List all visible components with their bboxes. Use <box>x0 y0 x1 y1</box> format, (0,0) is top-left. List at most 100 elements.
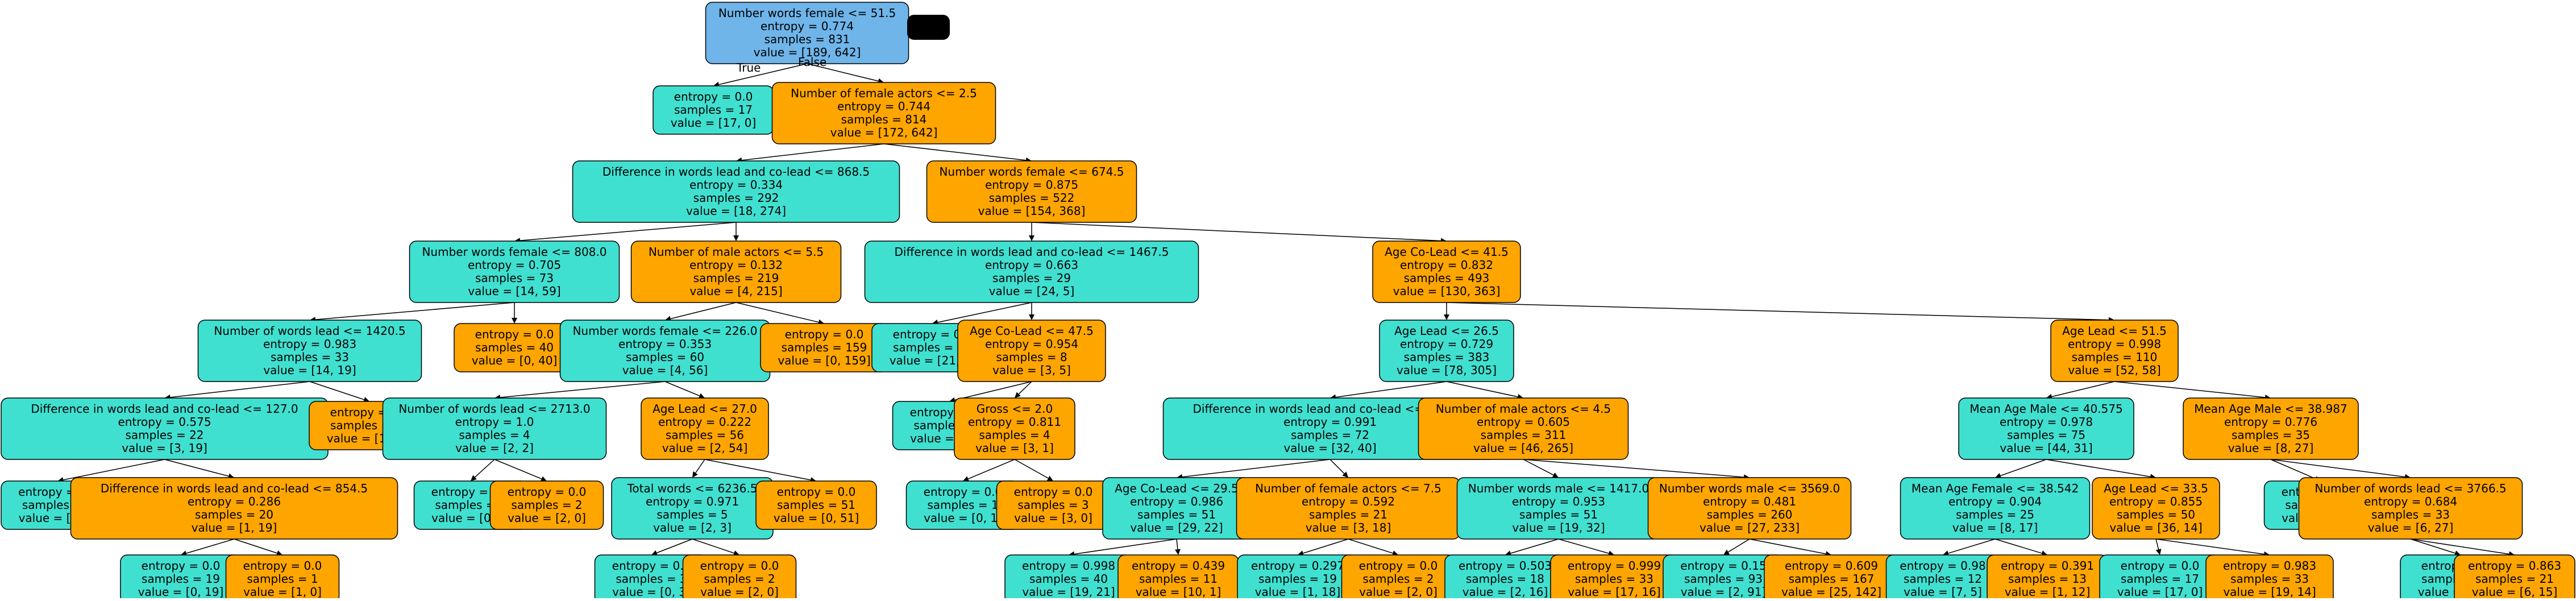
node-text-line: value = [172, 642] <box>830 126 938 139</box>
node-text-line: Number words female <= 808.0 <box>422 245 606 259</box>
node-box <box>197 320 422 382</box>
node-text-line: Number words male <= 1417.0 <box>1468 482 1649 495</box>
node-text-line: value = [3, 0] <box>1014 511 1092 525</box>
node-text-line: Age Co-Lead <= 41.5 <box>1385 245 1509 259</box>
node-text-line: Number of words lead <= 2713.0 <box>398 402 590 416</box>
node-text-line: value = [0, 40] <box>472 354 558 367</box>
node-text-line: value = [44, 31] <box>2000 441 2092 455</box>
tree-edge <box>1523 459 1744 478</box>
node-text-line: samples = 19 <box>1258 572 1337 586</box>
node-text-line: entropy = 0.729 <box>1400 337 1493 351</box>
node-text-line: Mean Age Female <= 38.542 <box>1912 482 2079 495</box>
node-text-line: samples = 13 <box>2008 572 2087 586</box>
node-text-line: samples = 29 <box>992 271 1071 285</box>
node-text-line: value = [18, 274] <box>686 204 786 218</box>
tree-node-n7: Difference in words lead and co-lead <= … <box>864 241 1199 303</box>
node-text-line: entropy = 0.744 <box>837 100 930 113</box>
node-text-line: entropy = 0.0 <box>142 559 221 573</box>
node-box <box>771 82 996 144</box>
tree-edge <box>1948 538 1996 554</box>
true-edge-label: True <box>736 61 761 74</box>
node-text-line: Difference in words lead and co-lead <= … <box>31 402 298 416</box>
edge-arrowhead <box>1444 314 1449 320</box>
node-text-line: value = [0, 159] <box>778 354 870 367</box>
node-text-line: entropy = 0.98 <box>1900 559 1985 573</box>
tree-edge <box>1018 381 1032 395</box>
node-text-line: value = [24, 5] <box>989 284 1075 298</box>
node-text-line: samples = 260 <box>1707 508 1793 521</box>
node-text-line: samples = 8 <box>996 350 1067 364</box>
node-text-line: value = [36, 14] <box>2109 521 2202 534</box>
node-text-line: samples = 40 <box>475 341 554 354</box>
node-text-line: entropy = 0.774 <box>761 19 854 33</box>
node-box <box>2092 477 2220 540</box>
node-text-line: value = [0, 1] <box>924 511 1002 525</box>
tree-edge <box>967 459 1015 479</box>
tree-edge <box>1446 381 1518 397</box>
edge-arrowhead <box>1342 471 1348 478</box>
node-text-line: value = [2, 0] <box>700 585 779 598</box>
node-text-line: entropy = 0.954 <box>985 337 1078 351</box>
tree-edge <box>695 459 705 474</box>
node-text-line: value = [2, 54] <box>662 441 748 455</box>
node-text-line: Age Lead <= 33.5 <box>2104 482 2208 495</box>
node-text-line: samples = 93 <box>1684 572 1763 586</box>
node-text-line: value = [8, 17] <box>1952 521 2038 534</box>
node-text-line: entropy = 0.0 <box>612 559 691 573</box>
edge-arrowhead <box>2155 549 2162 555</box>
node-text-line: samples = 383 <box>1404 350 1490 364</box>
tree-edge <box>1523 459 1554 476</box>
node-text-line: entropy = 0.503 <box>1459 559 1552 573</box>
node-text-line: entropy = 0.222 <box>658 415 751 429</box>
node-box <box>2050 320 2179 382</box>
node-text-line: Gross <= 2.0 <box>977 402 1053 416</box>
tree-edge <box>164 459 229 477</box>
node-text-line: value = [17, 0] <box>671 116 757 130</box>
edge-arrowhead <box>1029 235 1034 241</box>
node-text-line: value = [6, 15] <box>2472 585 2558 598</box>
node-text-line: entropy = 0.978 <box>2000 415 2093 429</box>
node-text-line: entropy = 0.605 <box>1477 415 1570 429</box>
node-text-line: samples = 2 <box>511 498 582 512</box>
node-text-line: value = [19, 14] <box>2223 585 2316 598</box>
node-text-line: samples = 33 <box>271 350 349 364</box>
node-text-line: entropy = 0.15 <box>1680 559 1766 573</box>
node-text-line: samples = 72 <box>1291 428 1369 442</box>
legend-swatch <box>907 15 950 40</box>
node-text-line: entropy = 0.705 <box>468 258 561 272</box>
node-text-line: samples = 33 <box>2371 508 2450 521</box>
node-text-line: entropy = 0.297 <box>1251 559 1344 573</box>
node-text-line: samples = 51 <box>1519 508 1598 521</box>
tree-edge <box>736 302 819 323</box>
node-box <box>2183 397 2359 460</box>
node-text-line: Age Lead <= 51.5 <box>2062 324 2167 338</box>
tree-edge <box>664 381 700 396</box>
tree-edge <box>657 538 693 554</box>
tree-edge <box>954 381 1032 401</box>
node-text-line: value = [32, 40] <box>1283 441 1376 455</box>
node-text-line: entropy = 0.0 <box>1014 485 1093 499</box>
node-text-line: samples = 11 <box>1139 572 1218 586</box>
node-text-line: value = [154, 368] <box>978 204 1086 218</box>
tree-edge <box>2046 459 2151 478</box>
node-text-line: Difference in words lead and co-lead <= … <box>603 165 870 179</box>
node-text-line: samples = 159 <box>782 341 867 354</box>
node-text-line: samples = 292 <box>693 191 779 205</box>
node-box <box>489 480 604 530</box>
edge-arrowhead <box>1723 549 1730 555</box>
tree-edge <box>937 302 1032 323</box>
